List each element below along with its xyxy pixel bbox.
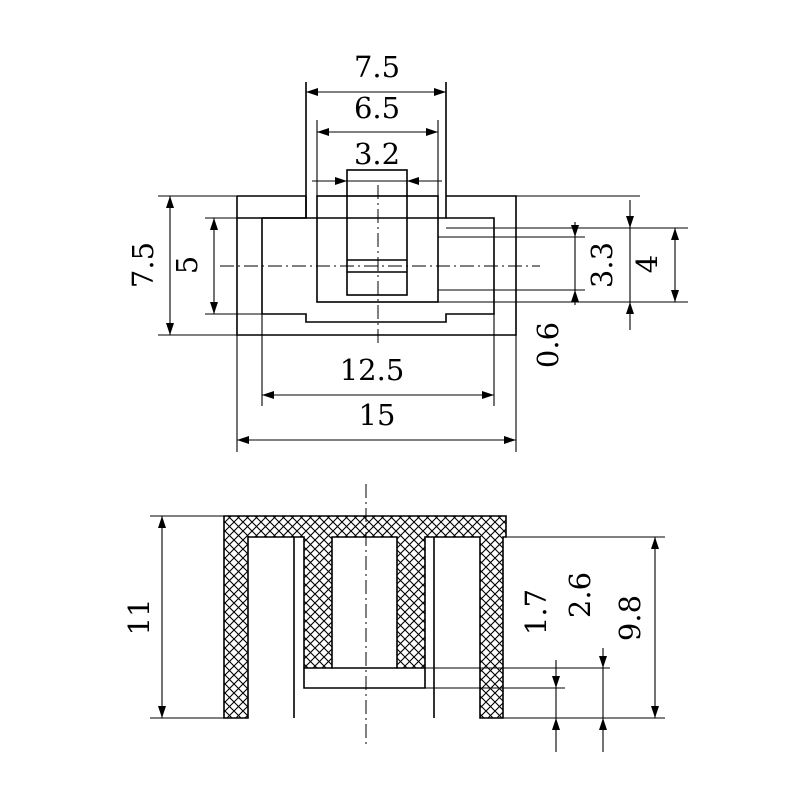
dim-4 bbox=[671, 228, 679, 302]
dim-7-5-left bbox=[166, 196, 174, 335]
dim-6-5 bbox=[317, 128, 438, 136]
label-15: 15 bbox=[359, 398, 396, 432]
dim-3-2 bbox=[312, 177, 442, 185]
label-3-3: 3.3 bbox=[585, 242, 619, 288]
label-0-6: 0.6 bbox=[531, 322, 565, 368]
floor-plate bbox=[303, 668, 426, 689]
label-5: 5 bbox=[170, 256, 204, 274]
dim-3-3 bbox=[571, 222, 579, 305]
label-4: 4 bbox=[630, 255, 664, 273]
label-7-5-top: 7.5 bbox=[354, 50, 400, 84]
front-view: 11 1.7 2.6 9.8 bbox=[122, 484, 665, 752]
core-rect bbox=[346, 169, 408, 296]
label-6-5: 6.5 bbox=[354, 91, 400, 125]
dim-0-6 bbox=[626, 200, 634, 330]
label-7-5-left: 7.5 bbox=[126, 242, 160, 288]
dim-5 bbox=[210, 218, 218, 314]
dim-2-6 bbox=[599, 648, 607, 752]
label-11: 11 bbox=[122, 599, 156, 636]
label-1-7: 1.7 bbox=[519, 589, 553, 635]
label-12-5: 12.5 bbox=[340, 353, 405, 387]
dim-9-8 bbox=[651, 537, 659, 718]
label-3-2: 3.2 bbox=[354, 137, 400, 171]
dim-12-5 bbox=[262, 391, 494, 399]
top-view: 7.5 6.5 3.2 7.5 5 3.3 4 0.6 12.5 15 bbox=[126, 50, 688, 452]
dim-11 bbox=[158, 516, 166, 718]
top-tab-outline bbox=[305, 196, 447, 219]
label-2-6: 2.6 bbox=[563, 572, 597, 618]
dim-1-7 bbox=[552, 660, 560, 752]
label-9-8: 9.8 bbox=[613, 595, 647, 641]
dim-15 bbox=[237, 436, 516, 444]
dim-7-5-top bbox=[306, 88, 446, 96]
